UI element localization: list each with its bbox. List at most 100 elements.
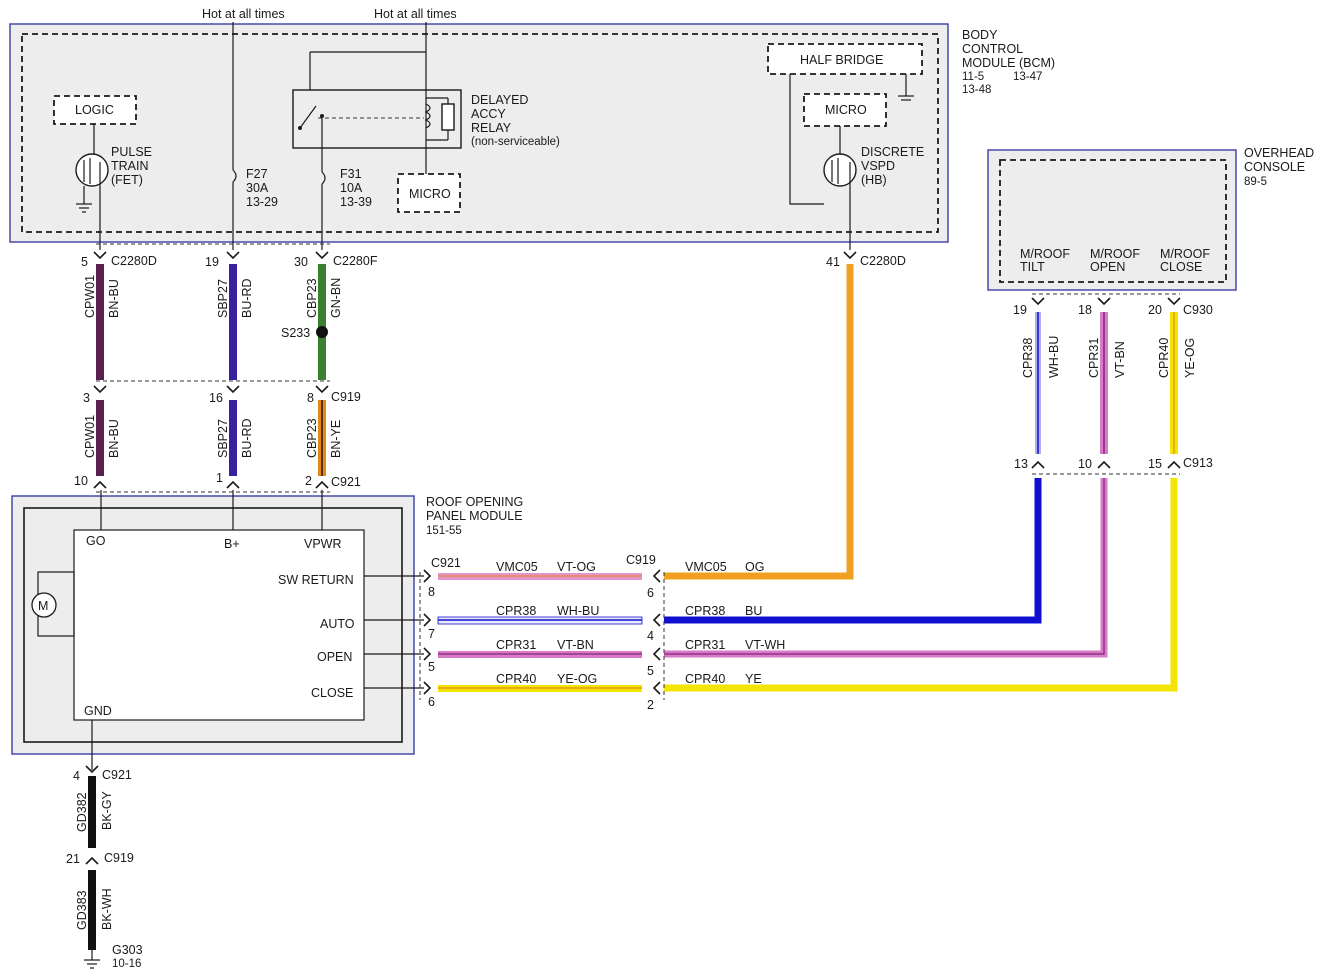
fuse-f31-icon bbox=[321, 171, 326, 185]
bcm-title-3: MODULE (BCM) bbox=[962, 56, 1055, 70]
arrow-c921-5 bbox=[423, 647, 432, 661]
mroof-tilt-1: M/ROOF bbox=[1020, 247, 1070, 261]
relay-label-1: DELAYED bbox=[471, 93, 528, 107]
half-bridge-box bbox=[767, 43, 923, 75]
rop-gnd-label: GND bbox=[84, 704, 112, 718]
arrow-c930-19 bbox=[1031, 297, 1045, 306]
rop-go-label: GO bbox=[86, 534, 106, 548]
splice-s233 bbox=[316, 326, 328, 338]
arrow-c919-3 bbox=[93, 385, 107, 394]
wire-gd383 bbox=[88, 870, 96, 950]
fet-transistor-icon bbox=[75, 153, 109, 187]
arrow-c2280d-19 bbox=[226, 251, 240, 260]
f31-label: F31 bbox=[340, 167, 362, 181]
hwire-vmc05-r: VMC05 bbox=[685, 560, 727, 574]
relay-box bbox=[292, 89, 462, 149]
wire-label-cbp23-a: CBP23 bbox=[305, 278, 319, 318]
arrow-c919-4 bbox=[652, 613, 661, 627]
c919-mid-label: C919 bbox=[626, 553, 656, 567]
disc-label-2: VSPD bbox=[861, 159, 895, 173]
mroof-open-1: M/ROOF bbox=[1090, 247, 1140, 261]
pin-16: 16 bbox=[209, 391, 223, 405]
c930-label: C930 bbox=[1183, 303, 1213, 317]
fuse-f27-icon bbox=[232, 169, 237, 183]
bcm-title-2: CONTROL bbox=[962, 42, 1023, 56]
gnd-pin-4: 4 bbox=[73, 769, 80, 783]
wire-label-cpr40-v: CPR40 bbox=[1157, 338, 1171, 378]
rop-close-label: CLOSE bbox=[311, 686, 353, 700]
c921-top-label: C921 bbox=[331, 475, 361, 489]
wire-group-upper bbox=[96, 264, 326, 476]
rop-bplus-label: B+ bbox=[224, 537, 240, 551]
arrow-c2280d-5 bbox=[93, 251, 107, 260]
hwire-whbu: WH-BU bbox=[557, 604, 599, 618]
right-pin-4: 4 bbox=[647, 629, 654, 643]
pin-2: 2 bbox=[305, 474, 312, 488]
wire-vmc05-og bbox=[664, 264, 854, 580]
wire-cbp23-upper bbox=[318, 264, 326, 380]
arrow-c919-gnd bbox=[85, 856, 99, 865]
micro-box-mid bbox=[397, 173, 461, 213]
motor-icon bbox=[31, 592, 57, 618]
arrow-c930-18 bbox=[1097, 297, 1111, 306]
relay-resistor-icon bbox=[441, 103, 455, 131]
wire-label-gnbn: GN-BN bbox=[329, 278, 343, 318]
hwire-cpr31-r: CPR31 bbox=[685, 638, 725, 652]
arrow-c2280f-30 bbox=[315, 251, 329, 260]
micro-label-right: MICRO bbox=[825, 103, 867, 117]
pin-10: 10 bbox=[74, 474, 88, 488]
micro-label-mid: MICRO bbox=[409, 187, 451, 201]
wire-cpr40-ye bbox=[664, 478, 1178, 692]
hwire-cpr38-r: CPR38 bbox=[685, 604, 725, 618]
mroof-open-2: OPEN bbox=[1090, 260, 1125, 274]
wire-label-yeog-v: YE-OG bbox=[1183, 338, 1197, 378]
rop-title-2: PANEL MODULE bbox=[426, 509, 523, 523]
c921-mid-label: C921 bbox=[431, 556, 461, 570]
wire-label-burd-b: BU-RD bbox=[240, 418, 254, 458]
c921-gnd-label: C921 bbox=[102, 768, 132, 782]
rop-auto-label: AUTO bbox=[320, 617, 355, 631]
f27-label: F27 bbox=[246, 167, 268, 181]
g303-ref: 10-16 bbox=[112, 958, 141, 970]
mroof-close-2: CLOSE bbox=[1160, 260, 1202, 274]
hwire-vtbn: VT-BN bbox=[557, 638, 594, 652]
connector-arrows bbox=[85, 251, 1181, 865]
gnd-pin-21: 21 bbox=[66, 852, 80, 866]
f31-ref: 13-39 bbox=[340, 195, 372, 209]
wire-label-sbp27-a: SBP27 bbox=[216, 279, 230, 318]
right-pin-2: 2 bbox=[647, 698, 654, 712]
arrow-c913-13 bbox=[1031, 460, 1045, 469]
wire-label-bkgy: BK-GY bbox=[100, 790, 114, 830]
wire-label-cpr31-v: CPR31 bbox=[1087, 338, 1101, 378]
left-pin-6: 6 bbox=[428, 695, 435, 709]
pin-5: 5 bbox=[81, 255, 88, 269]
rop-logic-box bbox=[73, 529, 365, 721]
wire-label-bnbu-b: BN-BU bbox=[107, 419, 121, 458]
arrow-c921-10 bbox=[93, 480, 107, 489]
wire-label-bnbu-a: BN-BU bbox=[107, 279, 121, 318]
arrow-c919-16 bbox=[226, 385, 240, 394]
c2280d-right-label: C2280D bbox=[860, 254, 906, 268]
wire-sbp27-lower bbox=[229, 400, 237, 476]
left-pin-7: 7 bbox=[428, 627, 435, 641]
relay-switch-icon bbox=[299, 105, 317, 129]
wire-label-burd-a: BU-RD bbox=[240, 278, 254, 318]
pulse-label-2: TRAIN bbox=[111, 159, 149, 173]
oh-pin-20: 20 bbox=[1148, 303, 1162, 317]
f27-ref: 13-29 bbox=[246, 195, 278, 209]
wire-label-vtbn-v: VT-BN bbox=[1113, 341, 1127, 378]
c2280d-left-label: C2280D bbox=[111, 254, 157, 268]
micro-box-right bbox=[803, 93, 887, 127]
wire-label-cpw01-a: CPW01 bbox=[83, 275, 97, 318]
motor-label: M bbox=[38, 599, 48, 613]
wire-sbp27-upper bbox=[229, 264, 237, 380]
hot-label-2: Hot at all times bbox=[374, 7, 457, 21]
wire-label-cpr38-v: CPR38 bbox=[1021, 338, 1035, 378]
hwire-vtog: VT-OG bbox=[557, 560, 596, 574]
pin-3: 3 bbox=[83, 391, 90, 405]
wire-cpw01-upper bbox=[96, 264, 104, 380]
wire-label-cpw01-b: CPW01 bbox=[83, 415, 97, 458]
f31-rating: 10A bbox=[340, 181, 363, 195]
vspd-transistor-icon bbox=[823, 153, 857, 187]
